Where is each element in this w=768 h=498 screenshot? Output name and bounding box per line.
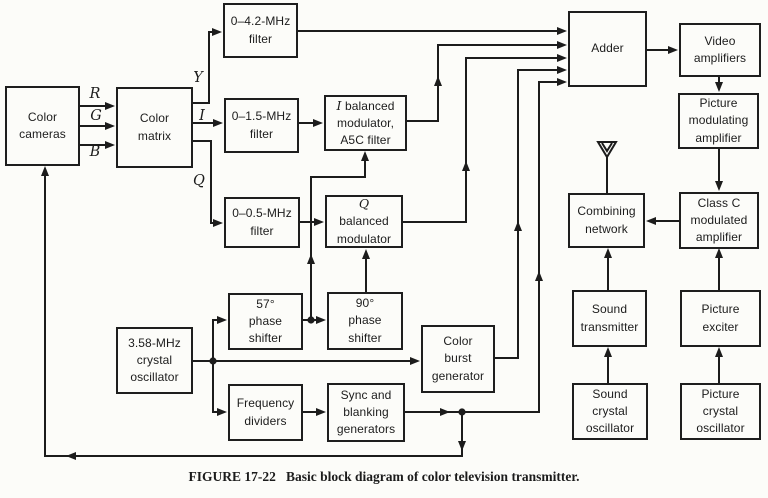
block-label: Sound crystal oscillator <box>585 386 635 436</box>
block-label: Picture exciter <box>701 302 740 334</box>
signal-label-r: R <box>89 86 101 102</box>
block-q-balanced-modulator: Q balanced modulator <box>325 195 403 248</box>
block-label: 0–4.2-MHz filter <box>230 14 291 46</box>
block-label: 90° phase shifter <box>348 296 382 345</box>
block-label: Color burst generator <box>431 334 485 383</box>
block-filter-0-1-5mhz: 0–1.5-MHz filter <box>224 98 299 153</box>
block-color-matrix: Color matrix <box>116 87 193 168</box>
block-color-burst-generator: Color burst generator <box>421 325 495 393</box>
signal-label-g: G <box>90 108 102 124</box>
block-label: Color matrix <box>137 111 172 143</box>
block-combining-network: Combining network <box>568 193 645 248</box>
block-sync-blanking-generators: Sync and blanking generators <box>327 383 405 442</box>
block-adder: Adder <box>568 11 647 87</box>
block-3-58mhz-crystal-oscillator: 3.58-MHz crystal oscillator <box>116 327 193 394</box>
block-label: Sound transmitter <box>580 302 639 334</box>
block-label: 3.58-MHz crystal oscillator <box>128 335 181 385</box>
block-label: Video amplifiers <box>693 33 747 65</box>
signal-label-b: B <box>89 144 101 160</box>
block-label: Sync and blanking generators <box>336 387 396 437</box>
block-label: Class C modulated amplifier <box>690 195 748 245</box>
block-filter-0-0-5mhz: 0–0.5-MHz filter <box>224 197 300 248</box>
signal-label-i: I <box>199 108 205 124</box>
block-video-amplifiers: Video amplifiers <box>679 23 761 77</box>
block-label: 0–1.5-MHz filter <box>231 109 292 141</box>
block-90deg-phase-shifter: 90° phase shifter <box>327 292 403 350</box>
block-picture-crystal-oscillator: Picture crystal oscillator <box>680 383 761 440</box>
block-label: I balanced modulator, A5C filter <box>336 97 395 148</box>
block-frequency-dividers: Frequency dividers <box>228 384 303 441</box>
block-label: Adder <box>591 41 624 56</box>
block-color-cameras: Color cameras <box>5 86 80 166</box>
block-label: Color cameras <box>19 109 66 141</box>
block-sound-transmitter: Sound transmitter <box>572 290 647 347</box>
block-label: 0–0.5-MHz filter <box>232 206 292 238</box>
block-label: Q balanced modulator <box>336 196 392 246</box>
antenna-icon <box>596 141 618 193</box>
block-label: Combining network <box>577 204 636 236</box>
block-label: Picture modulating amplifier <box>688 96 749 145</box>
block-label: Picture crystal oscillator <box>696 386 745 436</box>
block-picture-exciter: Picture exciter <box>680 290 761 347</box>
block-class-c-modulated-amplifier: Class C modulated amplifier <box>679 192 759 249</box>
block-label: 57° phase shifter <box>248 296 283 346</box>
arrowheads <box>41 27 723 460</box>
block-57deg-phase-shifter: 57° phase shifter <box>228 293 303 350</box>
block-i-balanced-modulator: I balanced modulator, A5C filter <box>324 95 407 151</box>
block-sound-crystal-oscillator: Sound crystal oscillator <box>572 383 648 440</box>
block-picture-modulating-amplifier: Picture modulating amplifier <box>678 93 759 149</box>
figure-caption: FIGURE 17-22 Basic block diagram of colo… <box>188 469 580 484</box>
signal-label-q: Q <box>193 173 205 189</box>
block-filter-0-4-2mhz: 0–4.2-MHz filter <box>223 3 298 58</box>
block-label: Frequency dividers <box>236 396 295 428</box>
signal-label-y: Y <box>193 70 203 86</box>
junction-dots <box>209 316 466 416</box>
